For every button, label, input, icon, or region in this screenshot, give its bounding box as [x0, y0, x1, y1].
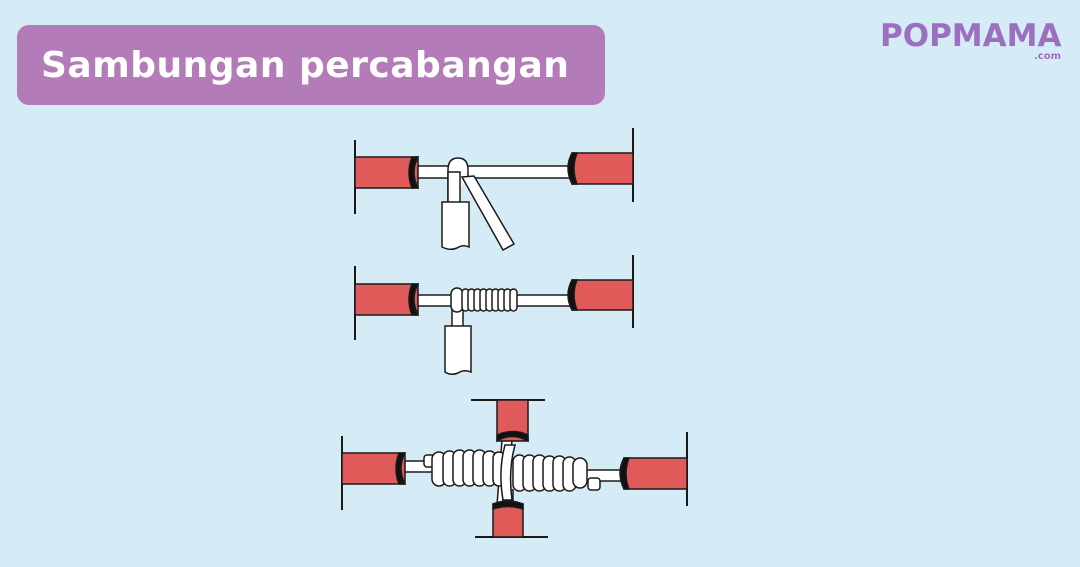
- panel-step-1: [354, 128, 634, 252]
- title-badge: Sambungan percabangan: [17, 25, 605, 105]
- logo-text: POPMAMA: [880, 18, 1062, 54]
- panel-step-2: [354, 255, 634, 376]
- page-title: Sambungan percabangan: [41, 44, 570, 86]
- logo-suffix: .com: [1033, 51, 1061, 62]
- panel-step-3: [341, 399, 688, 538]
- brand-logo: POPMAMA .com: [880, 18, 1065, 68]
